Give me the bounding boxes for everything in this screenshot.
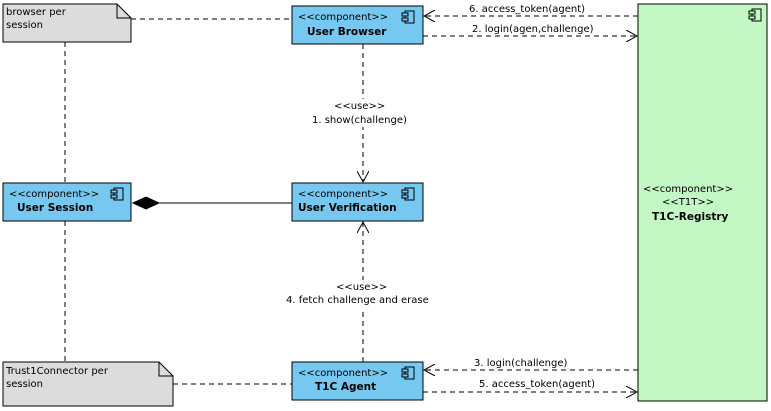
note-connector-per-session: Trust1Connector per session <box>2 361 174 407</box>
note-connector-line2: session <box>6 379 43 390</box>
message-2-login: 2. login(agen,challenge) <box>423 24 637 36</box>
component-icon <box>110 187 124 201</box>
user-session-stereotype: <<component>> <box>9 189 99 200</box>
composition-diamond-icon <box>131 196 161 210</box>
composition-session-verification <box>131 196 292 210</box>
message-5-access-token: 5. access_token(agent) <box>423 379 637 392</box>
dependency-show-challenge: <<use>> 1. show(challenge) <box>307 44 415 182</box>
message-2-label: 2. login(agen,challenge) <box>472 24 594 35</box>
component-icon <box>401 366 415 380</box>
fetch-challenge-label: 4. fetch challenge and erase <box>286 295 429 306</box>
component-user-verification[interactable]: <<component>> User Verification <box>291 182 424 222</box>
message-5-label: 5. access_token(agent) <box>479 379 595 390</box>
user-verification-name: User Verification <box>298 202 397 214</box>
message-3-label: 3. login(challenge) <box>474 358 567 369</box>
show-challenge-label: 1. show(challenge) <box>312 115 407 126</box>
component-icon <box>748 8 762 22</box>
t1c-agent-name: T1C Agent <box>315 381 376 393</box>
message-6-access-token: 6. access_token(agent) <box>424 4 638 16</box>
note-connector-line1: Trust1Connector per <box>5 366 109 377</box>
user-session-name: User Session <box>17 202 93 214</box>
note-browser-line1: browser per <box>6 7 67 18</box>
note-browser-line2: session <box>6 20 43 31</box>
component-user-session[interactable]: <<component>> User Session <box>2 182 132 222</box>
message-6-label: 6. access_token(agent) <box>469 4 585 15</box>
show-use-stereotype: <<use>> <box>334 101 385 112</box>
component-icon <box>401 187 415 201</box>
note-browser-per-session: browser per session <box>2 3 132 43</box>
component-t1c-agent[interactable]: <<component>> T1C Agent <box>291 361 424 401</box>
user-verification-stereotype: <<component>> <box>298 189 388 200</box>
registry-stereotype: <<component>> <box>643 184 733 195</box>
fetch-use-stereotype: <<use>> <box>336 282 387 293</box>
message-3-login: 3. login(challenge) <box>424 358 638 370</box>
component-t1c-registry[interactable]: <<component>> <<T1T>> T1C-Registry <box>637 3 768 402</box>
user-browser-name: User Browser <box>307 26 387 38</box>
component-user-browser[interactable]: <<component>> User Browser <box>291 5 424 45</box>
component-icon <box>401 10 415 24</box>
registry-stereotype-t1t: <<T1T>> <box>662 197 714 208</box>
registry-name: T1C-Registry <box>652 211 729 223</box>
user-browser-stereotype: <<component>> <box>298 12 388 23</box>
t1c-agent-stereotype: <<component>> <box>298 368 388 379</box>
dependency-fetch-challenge: <<use>> 4. fetch challenge and erase <box>283 222 439 362</box>
